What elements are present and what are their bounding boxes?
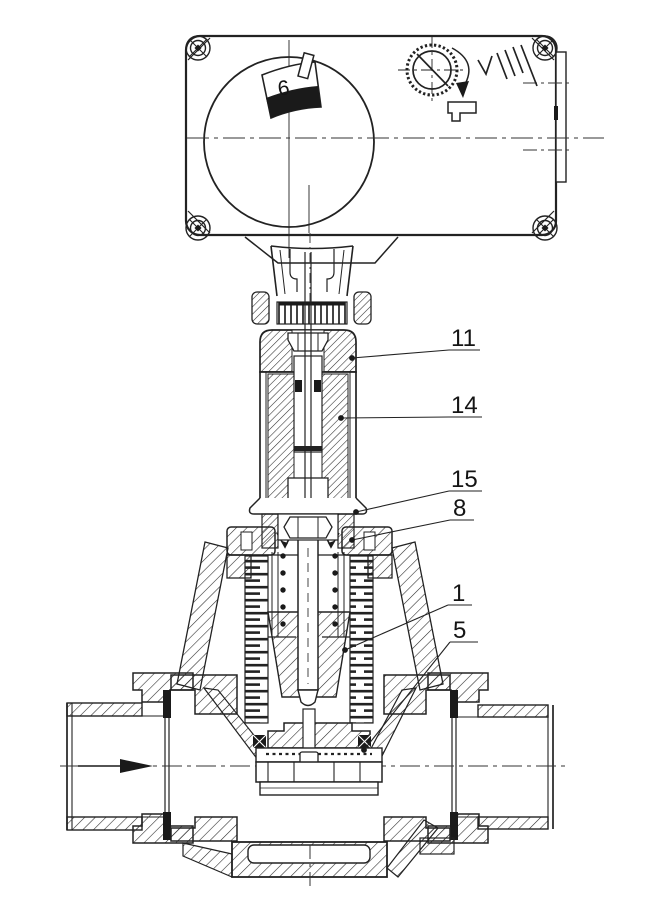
knob-slash [416,53,449,87]
callout-label-15: 15 [451,466,478,493]
callout-11: 11 [349,325,480,361]
leader-dot [361,747,367,753]
corner-screws [185,35,558,241]
callout-15: 15 [353,466,482,515]
plug-seal-left [252,734,267,749]
column-base-ring [248,497,368,515]
stem-crossbar [294,446,322,451]
leader-dot [349,355,355,361]
callout-14: 14 [338,392,482,421]
seat-lower-plate [259,781,379,796]
screw-icon [185,215,211,241]
callout-label-14: 14 [451,392,478,419]
tool-flag-icon [447,101,477,122]
seat-hex-nut [255,761,383,783]
leader-dot [349,537,355,543]
hand-icon [477,44,538,87]
plug-stack [252,537,383,796]
actuator: 6 [184,34,604,302]
inlet-hub [170,674,238,842]
callout-label-8: 8 [453,495,466,522]
leader-dot [353,509,359,515]
leader-dot [342,647,348,653]
plug-seal-right [357,734,372,749]
bonnet-adapter-left [261,513,279,549]
plug-plate [267,722,371,749]
packing-nut [277,513,339,541]
extension-column [244,236,399,549]
stem-seal-left [295,380,302,392]
stem-sleeve [293,355,323,453]
callout-label-1: 1 [452,580,465,607]
coupling-cup [270,245,354,297]
dial-scale-band [266,86,321,118]
dial-number: 6 [276,76,291,100]
position-dial: 6 [261,51,322,120]
callout-5: 5 [361,617,478,753]
outlet-hub [383,674,451,842]
manual-override-knob-icon [398,36,466,104]
body-cone [176,541,444,761]
dial-pointer [297,51,315,80]
callouts: 11 14 15 8 1 5 [338,325,482,753]
stem-seal-right [314,380,321,392]
valve-body [60,541,565,888]
actuator-skirt [244,236,399,264]
callout-label-5: 5 [453,617,466,644]
valve-plug [297,689,319,707]
leader-dot [338,415,344,421]
callout-label-11: 11 [451,325,476,352]
screw-icon [532,215,558,241]
union-gasket-left [163,690,171,840]
outlet-pipe [458,704,554,830]
actuator-housing [184,34,558,237]
callout-8: 8 [349,495,474,543]
column-tube [259,355,357,505]
callout-1: 1 [342,580,472,653]
bellows-right [349,555,374,724]
cap-hex-nut [287,332,329,352]
bellows-left [244,555,269,724]
flow-arrow [78,759,153,773]
union-gasket-right [450,690,458,840]
screw-icon [532,35,558,61]
clamp-ear-right [353,291,372,325]
clamp-ear-left [251,291,270,325]
screw-icon [185,35,211,61]
rotate-arrow-icon [451,47,470,98]
ribbed-ring [276,301,348,325]
bonnet-adapter-right [337,513,355,549]
